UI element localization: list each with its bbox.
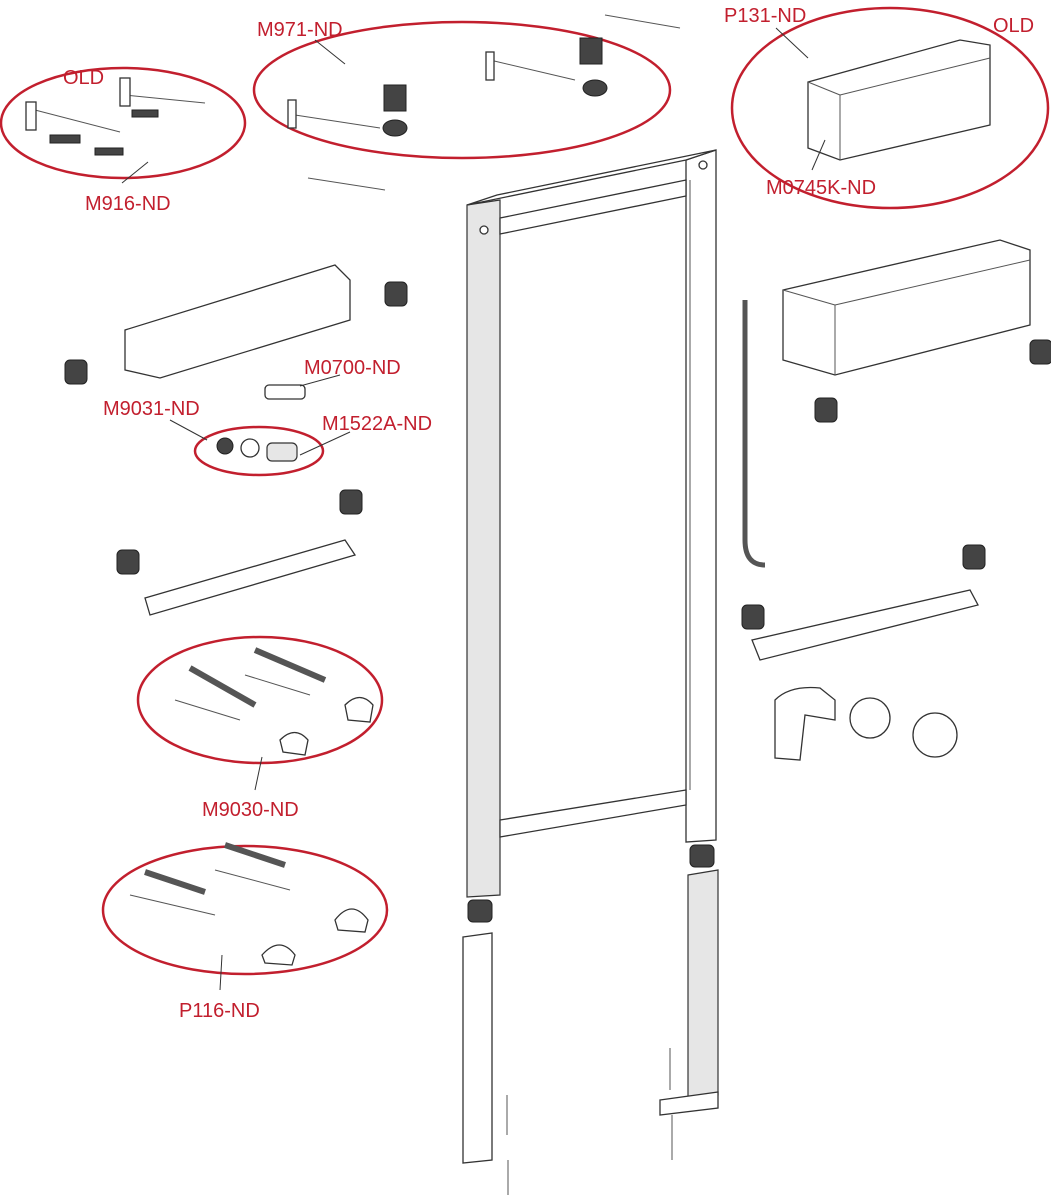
m916-parts <box>0 66 247 180</box>
p116-callout-ring <box>101 844 389 976</box>
label-old-left: OLD <box>63 67 104 89</box>
cistern-bracket-box <box>782 239 1051 423</box>
m971-parts <box>252 20 672 160</box>
left-lower-rail <box>116 489 363 616</box>
right-lower-rail <box>741 544 986 661</box>
left-upper-bracket <box>64 264 408 385</box>
label-m971: M971-ND <box>257 19 343 41</box>
label-m916: M916-ND <box>85 193 171 215</box>
m0700-part <box>264 384 306 400</box>
label-m9030: M9030-ND <box>202 799 299 821</box>
m9031-callout-ring <box>193 425 325 477</box>
m9030-callout-ring <box>136 635 384 765</box>
flex-hose <box>742 300 766 568</box>
label-p131: P131-ND <box>724 5 806 27</box>
frame-legs <box>462 844 719 1195</box>
m9030-parts <box>136 635 384 765</box>
main-frame <box>466 149 717 898</box>
p116-parts <box>101 842 389 976</box>
p131-callout-ring <box>730 6 1050 210</box>
label-m9031: M9031-ND <box>103 398 200 420</box>
label-m1522a: M1522A-ND <box>322 413 432 435</box>
label-old-right: OLD <box>993 15 1034 37</box>
label-m0745k: M0745K-ND <box>766 177 876 199</box>
m971-callout-ring <box>252 20 672 160</box>
label-m0700: M0700-ND <box>304 357 401 379</box>
label-p116: P116-ND <box>179 1000 260 1022</box>
m916-callout-ring <box>0 66 247 180</box>
p131-parts <box>730 6 1050 210</box>
drain-fittings <box>774 686 958 761</box>
